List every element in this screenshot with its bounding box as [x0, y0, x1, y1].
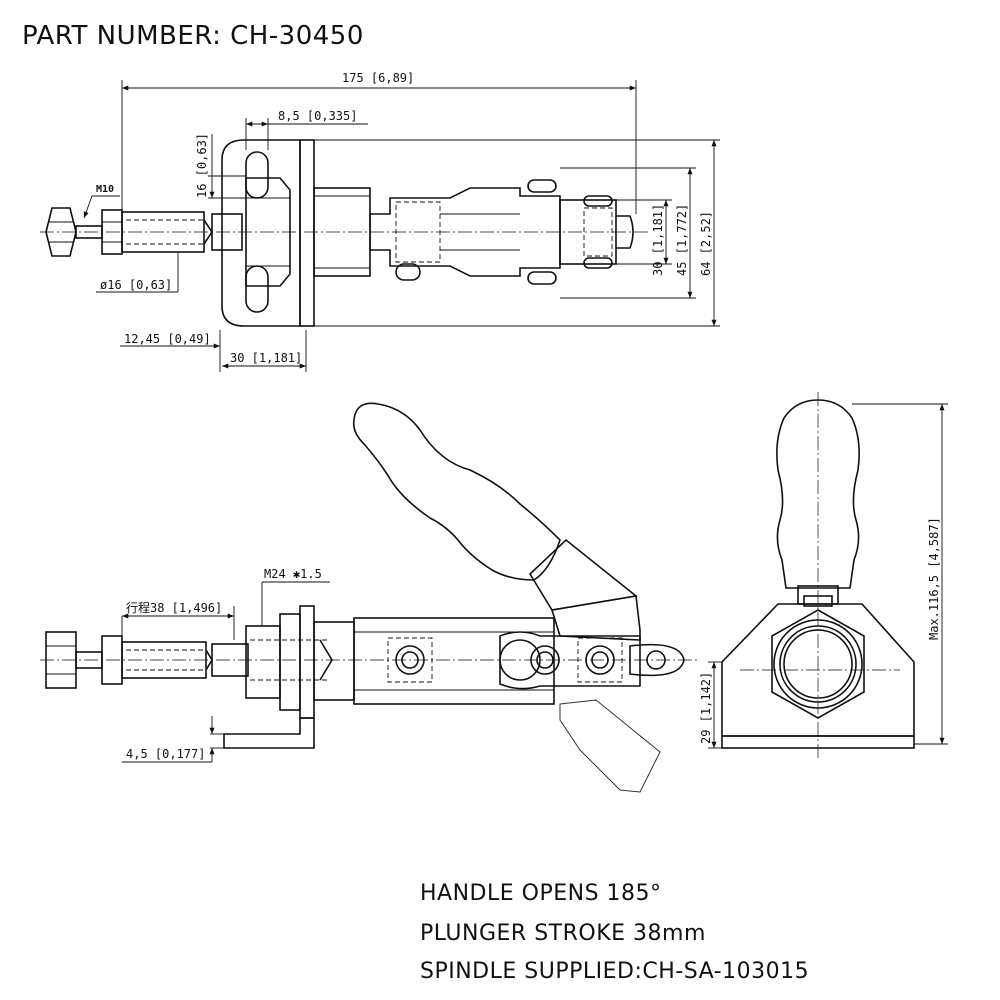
- mount-thread-label: M24 ✱1.5: [264, 567, 322, 581]
- note-plunger-stroke: PLUNGER STROKE 38mm: [420, 921, 706, 946]
- dim-slot-offset: 8,5 [0,335]: [278, 109, 357, 123]
- dim-bolt-projection: 12,45 [0,49]: [124, 332, 211, 346]
- end-view: Max.116,5 [4,587] 29 [1,142]: [699, 392, 948, 760]
- note-spindle-supplied: SPINDLE SUPPLIED:CH-SA-103015: [420, 959, 809, 984]
- dim-slot-height: 16 [0,63]: [195, 133, 209, 198]
- dim-overall-length: 175 [6,89]: [342, 71, 414, 85]
- part-number-title: PART NUMBER: CH-30450: [22, 21, 364, 51]
- dim-base-height: 29 [1,142]: [699, 672, 713, 744]
- note-handle-opens: HANDLE OPENS 185°: [420, 881, 662, 906]
- side-view: M24 ✱1.5 行程38 [1,496] 4,5 [0,177]: [40, 402, 700, 793]
- thread-spec-label: M10: [96, 184, 114, 195]
- notes-block: HANDLE OPENS 185° PLUNGER STROKE 38mm SP…: [420, 881, 809, 984]
- dim-height-45: 45 [1,772]: [675, 204, 689, 276]
- dim-height-64: 64 [2,52]: [699, 211, 713, 276]
- dim-bolt-diameter: ø16 [0,63]: [100, 278, 172, 292]
- dim-stroke: 行程38 [1,496]: [126, 600, 222, 615]
- dim-base-thickness: 4,5 [0,177]: [126, 747, 205, 761]
- top-view: 175 [6,89] 8,5 [0,335] 16 [0,63] M10 ø16…: [40, 71, 720, 372]
- dim-height-30: 30 [1,181]: [651, 204, 665, 276]
- dim-max-height: Max.116,5 [4,587]: [927, 517, 941, 640]
- dim-base-width: 30 [1,181]: [230, 351, 302, 365]
